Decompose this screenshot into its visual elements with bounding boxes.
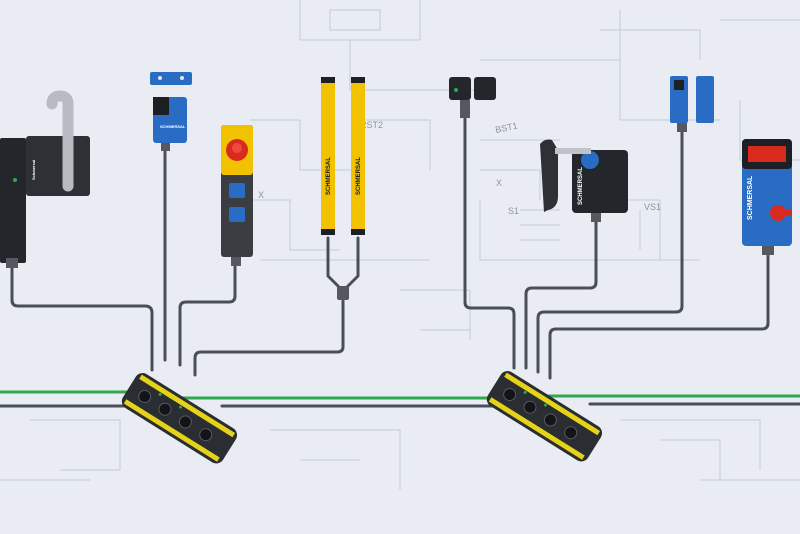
schematic-labels: BST1 RST2 X S1 VS1 X xyxy=(258,120,661,216)
background-schematic xyxy=(0,0,800,490)
solenoid-interlock: SCHMERSAL xyxy=(540,139,628,222)
schematic-label-1: BST1 xyxy=(494,120,518,134)
field-bus-module-left xyxy=(121,373,238,464)
bus-line-green xyxy=(0,390,800,400)
door-handle-icon xyxy=(46,90,74,192)
bus-line-dark-mid xyxy=(220,404,522,412)
brand-label-rfid-sensor: SCHMERSAL xyxy=(160,124,186,129)
field-bus-module-right xyxy=(486,371,603,462)
safety-lock-with-release: SCHMERSAL xyxy=(742,139,792,255)
brand-label-interlock: SCHMERSAL xyxy=(578,167,584,205)
safety-light-curtain: SCHMERSAL SCHMERSAL xyxy=(321,77,365,300)
brand-label-curtain-1: SCHMERSAL xyxy=(326,157,332,195)
schematic-label-4: S1 xyxy=(508,206,519,216)
door-handle-safety-switch: Schmersal xyxy=(0,90,90,268)
device-cables xyxy=(10,116,770,380)
emergency-stop-station xyxy=(221,125,253,266)
schematic-label-6: X xyxy=(258,190,264,200)
sensor-actuator xyxy=(150,72,192,85)
light-curtain-icon xyxy=(321,77,365,235)
brand-label-curtain-2: SCHMERSAL xyxy=(356,157,362,195)
schematic-label-5: VS1 xyxy=(644,202,661,212)
schematic-label-2: RST2 xyxy=(360,120,383,130)
coded-safety-sensor xyxy=(670,76,714,132)
brand-label-safety-lock: SCHMERSAL xyxy=(747,175,754,220)
brand-label-door-switch: Schmersal xyxy=(31,160,36,180)
magnetic-safety-sensor xyxy=(449,77,496,118)
bus-lines xyxy=(0,390,800,412)
rfid-safety-sensor: SCHMERSAL xyxy=(150,72,192,151)
schematic-label-3: X xyxy=(496,178,502,188)
